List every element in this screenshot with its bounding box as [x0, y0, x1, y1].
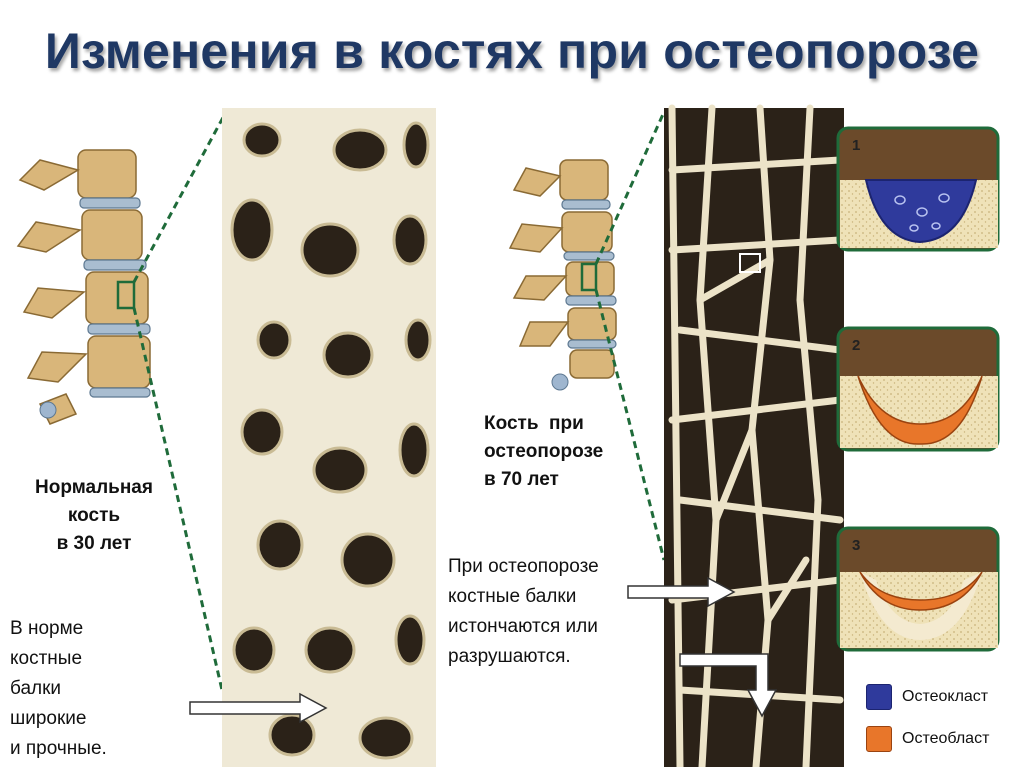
stage-panel-3 — [836, 526, 1000, 652]
osteo-bone-line-2: остеопорозе — [484, 441, 604, 462]
stage-number-2: 2 — [852, 337, 861, 354]
osteo-bone-description: При остеопорозе костные балки истончаютс… — [448, 552, 668, 672]
osteoblast-icon — [866, 726, 892, 752]
spine-osteoporosis-icon — [508, 159, 617, 391]
osteoporotic-bone-panel — [664, 104, 844, 767]
osteo-desc-line-1: При остеопорозе — [448, 556, 599, 577]
osteo-desc-line-4: разрушаются. — [448, 646, 571, 667]
stage-panel-1 — [836, 126, 1000, 252]
legend-osteoclast: Остеокласт — [866, 684, 988, 710]
normal-bone-line-2: кость — [67, 505, 121, 526]
normal-desc-line-2: костные — [10, 648, 83, 669]
normal-bone-label: Нормальная кость в 30 лет — [8, 474, 180, 558]
arrow-osteo-1-icon — [627, 576, 736, 608]
normal-bone-description: В норме костные балки широкие и прочные. — [10, 614, 190, 764]
legend-osteoblast-label: Остеобласт — [902, 730, 990, 747]
osteo-bone-line-1: Кость при — [484, 413, 584, 434]
stage-number-1: 1 — [852, 137, 861, 154]
legend-osteoblast: Остеобласт — [866, 726, 989, 752]
stage-panel-2 — [836, 326, 1000, 452]
osteo-bone-label: Кость при остеопорозе в 70 лет — [484, 410, 654, 494]
normal-desc-line-5: и прочные. — [10, 738, 107, 759]
normal-bone-panel — [222, 108, 436, 767]
normal-desc-line-1: В норме — [10, 618, 84, 639]
page-title: Изменения в костях при остеопорозе — [44, 23, 980, 79]
arrow-osteo-2-icon — [679, 653, 778, 718]
normal-desc-line-3: балки — [10, 678, 62, 699]
arrow-normal-icon — [189, 692, 328, 724]
osteo-bone-line-3: в 70 лет — [484, 469, 559, 490]
osteo-desc-line-2: костные балки — [448, 586, 577, 607]
osteo-desc-line-3: истончаются или — [448, 616, 598, 637]
zoom-lines-left — [132, 111, 228, 691]
osteoclast-icon — [866, 684, 892, 710]
spine-normal-icon — [16, 149, 151, 425]
stage-number-3: 3 — [852, 537, 861, 554]
normal-desc-line-4: широкие — [10, 708, 87, 729]
normal-bone-line-1: Нормальная — [35, 477, 153, 498]
legend-osteoclast-label: Остеокласт — [902, 688, 989, 705]
normal-bone-line-3: в 30 лет — [56, 533, 132, 554]
